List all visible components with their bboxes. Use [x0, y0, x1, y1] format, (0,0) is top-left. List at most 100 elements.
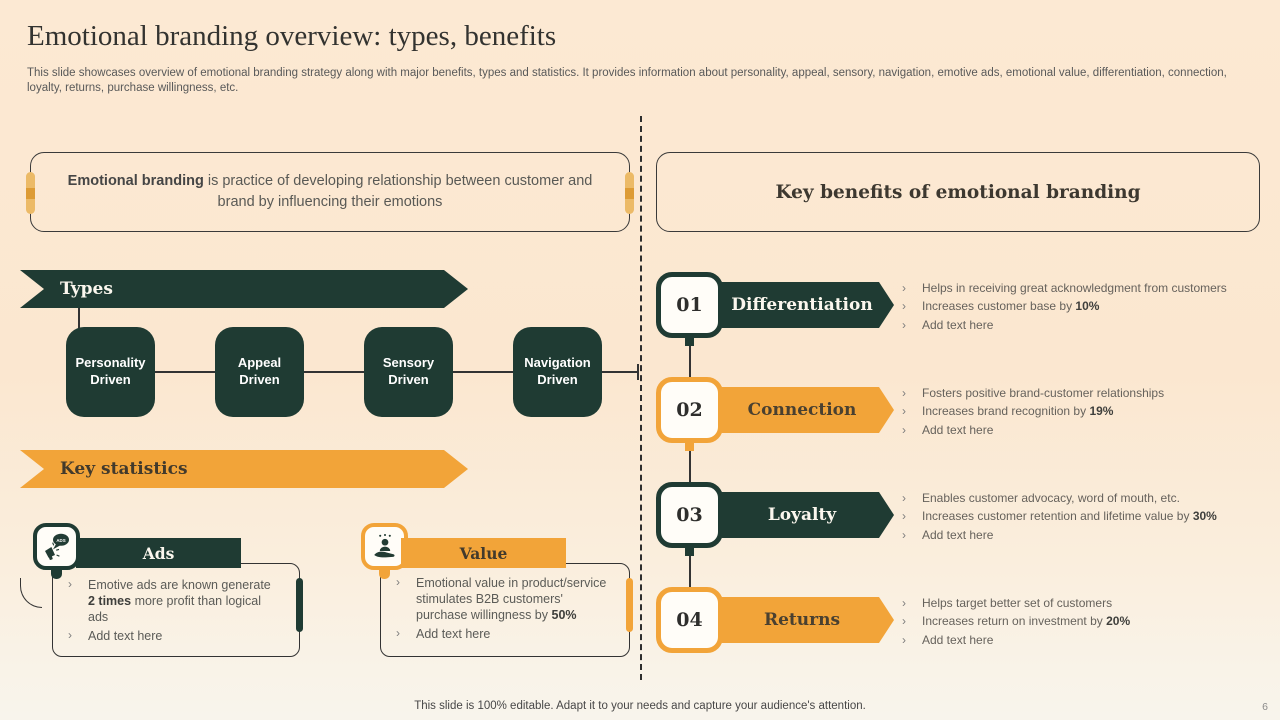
benefit-number: 01	[676, 294, 703, 316]
value-icon-badge	[361, 523, 408, 579]
chevron-bullet-icon: ›	[396, 626, 400, 640]
bullet-pre: Helps in receiving great acknowledgment …	[922, 281, 1227, 295]
list-item: › Add text here	[902, 633, 1274, 648]
ads-icon-label: ADS	[56, 537, 65, 542]
list-item: › Emotional value in product/service sti…	[396, 575, 611, 623]
bullet-bold: 20%	[1106, 614, 1131, 629]
page-number: 6	[1262, 701, 1268, 713]
bullet-pre: Increases customer base by	[922, 299, 1076, 314]
badge-connector-nub	[685, 338, 694, 346]
benefit-bullets-differentiation: › Helps in receiving great acknowledgment…	[902, 281, 1274, 336]
bullet-bold: 10%	[1075, 299, 1100, 314]
bullet-bold: 30%	[1192, 509, 1217, 524]
list-item: › Emotive ads are known generate 2 times…	[68, 577, 281, 625]
bullet-pre: Add text here	[416, 627, 491, 641]
bullet-text: Add text here	[922, 528, 993, 543]
benefit-number-badge-01: 01	[656, 272, 723, 338]
benefit-number-badge-02: 02	[656, 377, 723, 443]
slide-description: This slide showcases overview of emotion…	[27, 67, 1227, 95]
key-statistics-banner: Key statistics	[20, 450, 468, 488]
hand-person-icon	[373, 533, 395, 557]
badge-connector-line	[689, 451, 691, 482]
chevron-bullet-icon: ›	[68, 577, 72, 591]
definition-text: Emotional branding is practice of develo…	[56, 171, 604, 213]
benefit-bullets-connection: › Fosters positive brand-customer relatio…	[902, 386, 1274, 441]
value-card-bullets: › Emotional value in product/service sti…	[396, 575, 611, 645]
bullet-text: Helps in receiving great acknowledgment …	[922, 281, 1227, 296]
bullet-pre: Emotional value in product/service stimu…	[416, 576, 607, 622]
benefit-number: 04	[676, 609, 703, 631]
bullet-text: Add text here	[88, 628, 162, 644]
bullet-pre: Increases customer retention and lifetim…	[922, 509, 1193, 524]
type-label: Sensory Driven	[382, 355, 435, 387]
list-item: ›Helps in receiving great acknowledgment…	[902, 281, 1274, 296]
accent-bar	[296, 578, 303, 632]
benefits-header-box: Key benefits of emotional branding	[656, 152, 1260, 232]
type-label: Navigation Driven	[524, 355, 591, 387]
list-item: › Helps target better set of customers	[902, 596, 1274, 611]
badge-tail	[51, 566, 62, 579]
ads-card-bullets: › Emotive ads are known generate 2 times…	[68, 577, 281, 647]
chevron-bullet-icon: ›	[902, 614, 906, 629]
benefit-banner-returns: Returns	[722, 597, 894, 643]
chevron-bullet-icon: ›	[902, 596, 906, 610]
badge-tail	[379, 566, 390, 579]
type-label: Personality Driven	[75, 355, 146, 387]
bullet-text: Increases customer retention and lifetim…	[922, 509, 1217, 524]
bullet-pre: Emotive ads are known generate	[88, 578, 271, 592]
definition-box: Emotional branding is practice of develo…	[26, 152, 634, 232]
bullet-text: Emotional value in product/service stimu…	[416, 575, 611, 623]
badge-connector-line	[689, 346, 691, 377]
types-banner: Types	[20, 270, 468, 308]
chevron-bullet-icon: ›	[902, 317, 906, 332]
badge-connector-line	[689, 556, 691, 587]
chevron-bullet-icon: ›	[902, 386, 906, 400]
benefit-bullets-returns: › Helps target better set of customers › I…	[902, 596, 1274, 651]
benefit-banner-differentiation: Differentiation	[722, 282, 894, 328]
bullet-pre: Increases return on investment by	[922, 614, 1107, 629]
bullet-bold: 50%	[551, 608, 577, 622]
benefit-banner-connection: Connection	[722, 387, 894, 433]
chevron-bullet-icon: ›	[396, 575, 400, 589]
list-item: ›Enables customer advocacy, word of mout…	[902, 491, 1274, 506]
bullet-post: more profit than logical ads	[88, 594, 262, 624]
definition-lead: Emotional branding	[67, 172, 204, 189]
value-card-header: Value	[401, 538, 566, 568]
bullet-text: Increases brand recognition by 19%	[922, 404, 1113, 419]
bullet-pre: Add text here	[922, 317, 994, 332]
list-item: ›Add text here	[902, 528, 1274, 543]
types-connector-end-tick	[637, 364, 639, 380]
chevron-bullet-icon: ›	[68, 628, 72, 642]
list-item: › Add text here	[396, 626, 611, 642]
accent-bar	[626, 578, 633, 632]
benefit-label: Differentiation	[731, 295, 873, 315]
chevron-bullet-icon: ›	[902, 509, 906, 524]
stat-card-value: Value › Emotional value in product/servi…	[361, 523, 633, 657]
footer-note: This slide is 100% editable. Adapt it to…	[414, 700, 866, 712]
bullet-text: Add text here	[922, 318, 993, 333]
benefit-label: Loyalty	[767, 505, 837, 525]
bullet-pre: Add text here	[88, 629, 163, 643]
bullet-text: Fosters positive brand-customer relation…	[922, 386, 1164, 401]
chevron-bullet-icon: ›	[902, 632, 906, 647]
chevron-bullet-icon: ›	[902, 491, 906, 505]
list-item: ›Increases customer base by 10%	[902, 299, 1274, 314]
bullet-text: Increases customer base by 10%	[922, 299, 1099, 314]
badge-connector-nub	[685, 443, 694, 451]
benefits-header-title: Key benefits of emotional branding	[775, 181, 1141, 203]
bullet-pre: Add text here	[922, 527, 994, 542]
bullet-pre: Add text here	[922, 632, 994, 647]
bullet-pre: Helps target better set of customers	[922, 596, 1113, 610]
bullet-text: Add text here	[922, 423, 993, 438]
list-item: › Increases customer retention and lifeti…	[902, 509, 1274, 524]
ads-card-title: Ads	[142, 543, 175, 563]
ads-card-header: Ads	[76, 538, 241, 568]
page-title: Emotional branding overview: types, bene…	[27, 20, 557, 52]
benefit-number-badge-03: 03	[656, 482, 723, 548]
benefit-number: 03	[676, 504, 703, 526]
list-item: › Fosters positive brand-customer relatio…	[902, 386, 1274, 401]
bullet-bold: 2 times	[88, 594, 132, 608]
definition-rest: is practice of developing relationship b…	[203, 172, 593, 210]
accent-capsule-core	[625, 188, 634, 199]
